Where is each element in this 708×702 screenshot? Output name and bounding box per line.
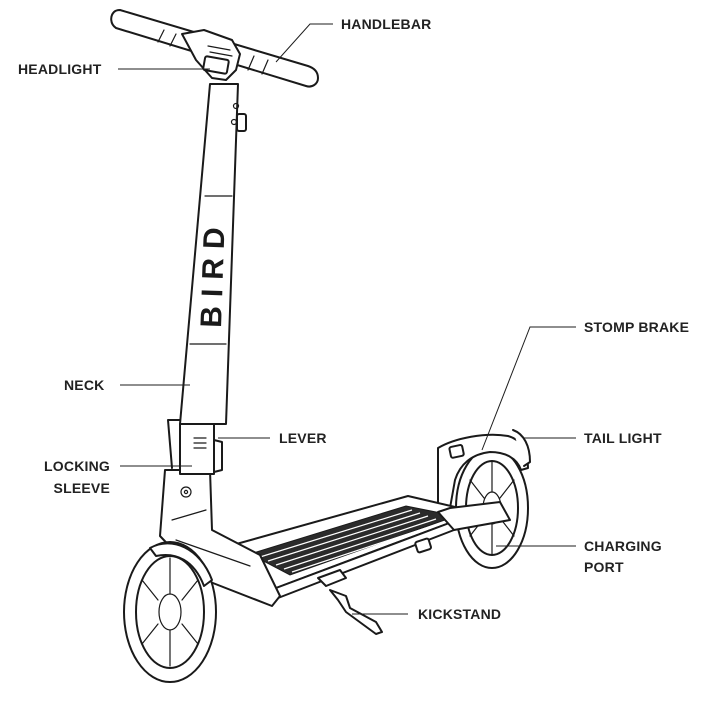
kickstand	[317, 569, 383, 635]
label-charging-port-line1: CHARGING	[584, 538, 662, 554]
charging-port	[414, 537, 432, 554]
label-stomp-brake: STOMP BRAKE	[584, 319, 690, 335]
leader-lines	[118, 23, 576, 615]
handlebar	[110, 9, 319, 88]
stomp-brake-pad	[448, 444, 465, 459]
stem-latch	[236, 113, 247, 132]
deck	[221, 495, 511, 599]
lever	[213, 439, 223, 473]
label-neck: NECK	[64, 377, 105, 393]
neck	[179, 83, 247, 425]
leader-stomp-brake	[481, 326, 576, 451]
headlight	[202, 55, 230, 75]
label-headlight: HEADLIGHT	[18, 61, 102, 77]
label-handlebar: HANDLEBAR	[341, 16, 432, 32]
label-tail-light: TAIL LIGHT	[584, 430, 662, 446]
tail-light	[512, 429, 531, 467]
label-kickstand: KICKSTAND	[418, 606, 502, 622]
leader-handlebar	[275, 23, 333, 63]
brand-wordmark: BIRD	[195, 218, 232, 328]
label-lever: LEVER	[279, 430, 327, 446]
label-locking-sleeve-line1: LOCKING	[44, 458, 110, 474]
stem-head	[181, 29, 241, 81]
label-locking-sleeve: LOCKING SLEEVE	[20, 457, 110, 498]
label-charging-port-line2: PORT	[584, 559, 624, 575]
label-locking-sleeve-line2: SLEEVE	[53, 480, 110, 496]
sleeve-bolt	[180, 486, 192, 498]
label-charging-port: CHARGING PORT	[584, 537, 662, 577]
front-wheel	[123, 541, 217, 683]
